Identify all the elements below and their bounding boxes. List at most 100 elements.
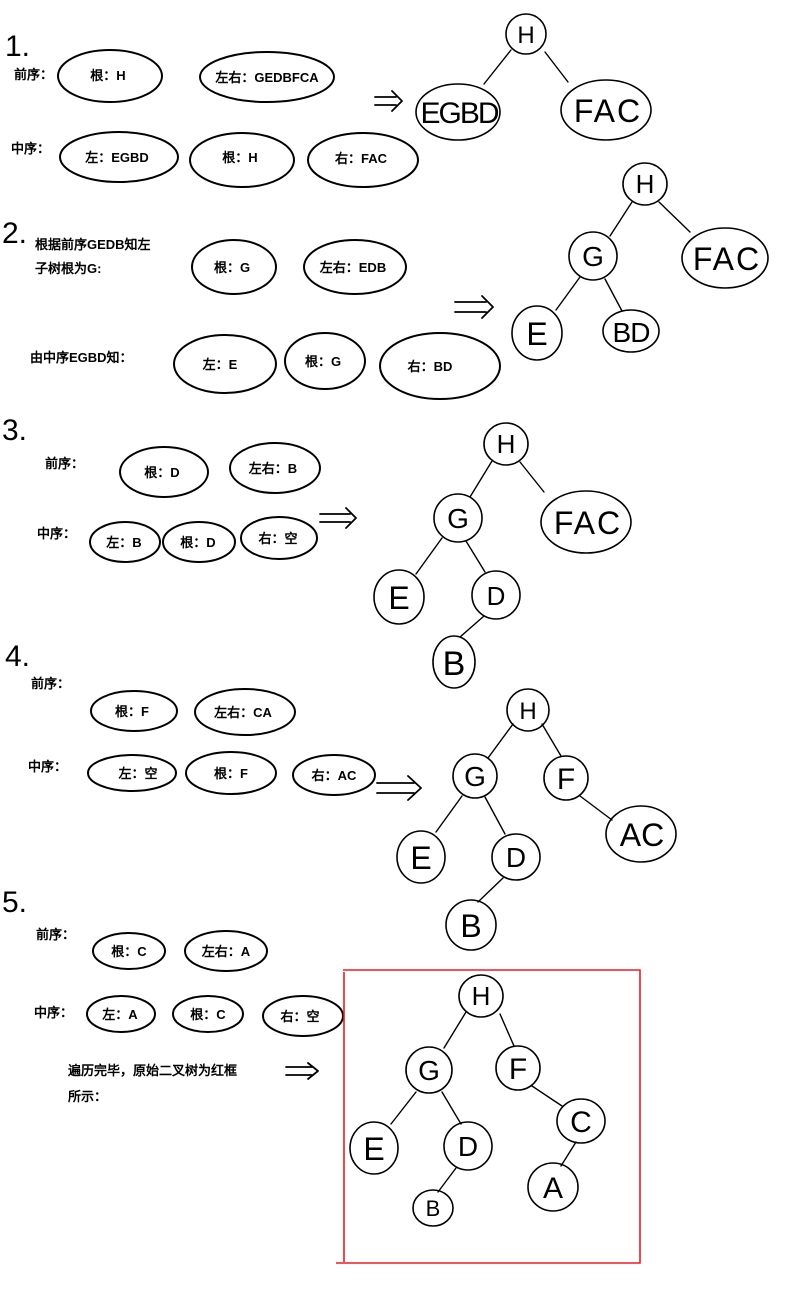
oval-outline: [172, 995, 244, 1033]
tree-node-h: H: [483, 422, 529, 466]
oval-outline: [92, 932, 166, 970]
inorder-left-oval: 左：B: [89, 521, 161, 563]
tree-edge: [469, 460, 493, 498]
oval-text: 右：BD: [407, 359, 453, 374]
tree-node-b: B: [445, 899, 497, 951]
node-label: D: [458, 1131, 478, 1162]
node-label: G: [464, 761, 486, 792]
node-outline: [483, 422, 529, 466]
node-outline: [471, 570, 521, 620]
double-arrow: [454, 295, 494, 319]
double-arrow: [376, 775, 422, 801]
node-outline: [445, 899, 497, 951]
oval-outline: [59, 131, 179, 183]
double-arrow: [374, 90, 403, 112]
tree-edge: [477, 877, 504, 903]
oval-text: 根：G: [305, 354, 341, 369]
node-label: F: [509, 1053, 527, 1086]
oval-text: 根：D: [144, 465, 179, 480]
node-outline: [622, 162, 668, 206]
tree-node-fac: FAC: [681, 227, 769, 289]
node-label: B: [443, 645, 466, 683]
node-outline: [602, 309, 660, 353]
node-outline: [412, 1189, 454, 1227]
preorder-subtree-oval: 左右：CA: [194, 688, 296, 736]
preorder-label: 前序：: [36, 927, 75, 942]
oval-outline: [89, 521, 161, 563]
node-label: H: [472, 981, 491, 1011]
conclusion-note-line-2: 所示：: [68, 1089, 107, 1104]
tree-edge: [579, 795, 613, 821]
tree-node-e: E: [396, 830, 446, 884]
oval-text: 右：FAC: [334, 151, 388, 166]
node-outline: [349, 1121, 399, 1175]
step-number: 5.: [2, 886, 27, 919]
oval-outline: [229, 442, 321, 494]
node-label: D: [506, 842, 526, 873]
node-label: C: [570, 1106, 592, 1139]
node-label: FAC: [693, 241, 761, 277]
inorder-left-oval: 左：空: [87, 754, 177, 792]
node-label: H: [636, 169, 655, 199]
tree-edge: [658, 201, 691, 233]
tree-diagram: H G FAC E D B: [373, 422, 632, 689]
inorder-right-oval: 右：空: [240, 516, 318, 560]
node-outline: [511, 305, 563, 361]
oval-outline: [194, 688, 296, 736]
node-outline: [556, 1098, 606, 1144]
step-number: 2.: [2, 217, 27, 250]
node-label: BD: [613, 317, 650, 348]
step-2: 2. 根据前序GEDB知左 子树根为G: 根：G 左右：EDB 由中序EGBD知…: [2, 162, 769, 400]
tree-node-e: E: [349, 1121, 399, 1175]
tree-edge: [519, 461, 545, 493]
tree-node-a: A: [527, 1162, 579, 1212]
tree-node-g: G: [405, 1046, 453, 1094]
node-outline: [527, 1162, 579, 1212]
tree-edge: [459, 615, 485, 638]
oval-outline: [262, 995, 344, 1037]
node-label: H: [519, 698, 536, 725]
inorder-root-oval: 根：H: [189, 132, 295, 188]
tree-edge: [499, 1013, 515, 1047]
tree-edge: [544, 51, 569, 83]
double-arrow: [319, 507, 357, 529]
tree-node-e: E: [511, 305, 563, 361]
node-outline: [443, 1121, 493, 1171]
tree-node-ac: AC: [605, 805, 677, 863]
preorder-root-oval: 根：G: [191, 239, 277, 295]
tree-node-bd: BD: [602, 309, 660, 353]
tree-edge: [609, 201, 633, 237]
preorder-root-oval: 根：F: [90, 690, 178, 732]
node-label: E: [526, 316, 547, 352]
tree-node-d: D: [443, 1121, 493, 1171]
step-number: 1.: [5, 30, 30, 63]
tree-edge: [531, 1085, 563, 1107]
oval-text: 左：EGBD: [85, 150, 149, 165]
oval-outline: [240, 516, 318, 560]
node-label: G: [418, 1055, 440, 1086]
preorder-label: 前序：: [45, 456, 84, 471]
node-outline: [452, 753, 498, 799]
node-outline: [506, 688, 550, 732]
tree-edge: [465, 540, 486, 573]
inorder-label: 中序：: [28, 759, 67, 774]
node-label: E: [388, 580, 409, 616]
node-outline: [605, 805, 677, 863]
tree-node-h: H: [505, 13, 547, 55]
node-label: E: [363, 1131, 384, 1167]
tree-node-b: B: [432, 635, 476, 689]
step-1: 1. 前序： 根：H 左右：GEDBFCA 中序： 左：EGBD 根：H 右：F…: [5, 13, 652, 188]
result-frame: [336, 969, 641, 1264]
tree-edge: [390, 1091, 417, 1125]
preorder-root-oval: 根：H: [57, 49, 163, 103]
tree-edge: [604, 278, 623, 312]
preorder-subtree-oval: 左右：GEDBFCA: [199, 51, 335, 103]
tree-edge: [437, 1167, 457, 1193]
inorder-root-oval: 根：C: [172, 995, 244, 1033]
node-outline: [458, 974, 504, 1018]
oval-text: 左：空: [118, 766, 157, 781]
step-number: 4.: [5, 640, 30, 673]
node-outline: [433, 493, 483, 543]
node-outline: [396, 830, 446, 884]
oval-outline: [162, 521, 236, 563]
